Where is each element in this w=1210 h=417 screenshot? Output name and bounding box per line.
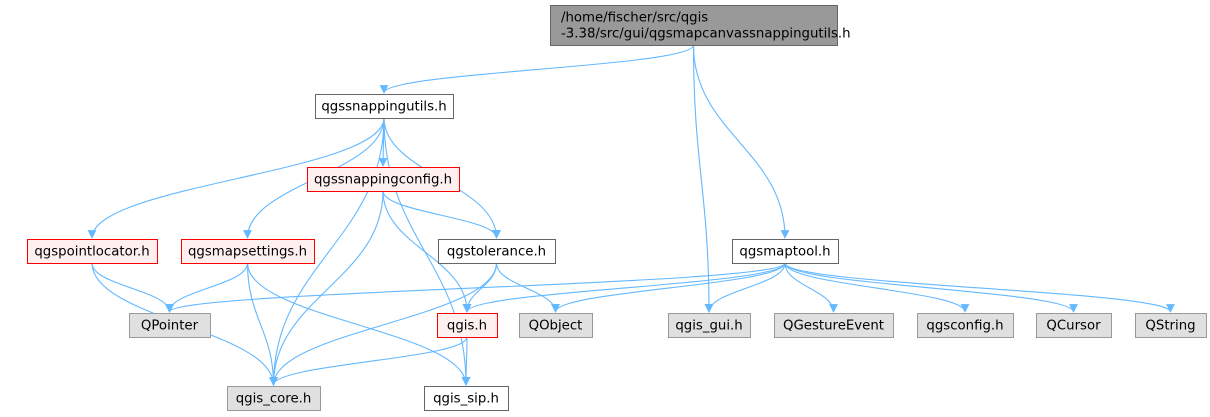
node-snappingconfig-box: [307, 167, 460, 192]
node-qpointer[interactable]: QPointer: [129, 313, 211, 338]
edge-maptool-to-qpointer: [165, 262, 786, 313]
edge-snappingconfig-to-qgis_core: [269, 190, 384, 386]
node-qobject[interactable]: QObject: [519, 313, 593, 338]
edge-mapsettings-to-qgis_sip: [246, 262, 471, 386]
node-qgis_core-label: qgis_core.h: [236, 392, 312, 407]
node-qgis_gui-label: qgis_gui.h: [675, 319, 742, 334]
nodes-layer: /home/fischer/src/qgis-3.38/src/gui/qgsm…: [27, 5, 1207, 411]
node-qcursor-label: QCursor: [1046, 319, 1101, 334]
node-qgis_sip-label: qgis_sip.h: [433, 392, 499, 407]
node-snappingconfig-label: qgssnappingconfig.h: [314, 173, 452, 188]
edge-snappingconfig-to-tolerance: [382, 190, 501, 239]
node-pointlocator[interactable]: qgspointlocator.h: [27, 239, 158, 264]
edge-snappingutils-to-qgis_core: [269, 117, 385, 386]
edge-maptool-to-qgsconfig: [784, 262, 970, 313]
node-snappingutils-label: qgssnappingutils.h: [321, 100, 446, 115]
node-qgsconfig[interactable]: qgsconfig.h: [917, 313, 1014, 338]
node-mapsettings-label: qgsmapsettings.h: [188, 245, 307, 260]
node-tolerance-label: qgstolerance.h: [447, 245, 546, 260]
node-qpointer-label: QPointer: [141, 319, 199, 334]
node-snappingutils[interactable]: qgssnappingutils.h: [315, 94, 454, 119]
edge-mapsettings-to-qgis_core: [246, 262, 278, 386]
edge-pointlocator-to-qpointer: [91, 262, 174, 313]
node-qgsconfig-label: qgsconfig.h: [926, 319, 1003, 334]
edge-snappingutils-to-pointlocator: [87, 117, 385, 239]
edge-root-to-qgis_gui: [692, 44, 714, 313]
edge-qgis-to-qgis_core: [269, 336, 468, 386]
node-tolerance-box: [438, 239, 556, 264]
edge-qgis-to-qgis_sip: [461, 336, 471, 386]
edge-maptool-to-qgestureevent: [784, 262, 838, 313]
node-qgis_core[interactable]: qgis_core.h: [227, 386, 321, 411]
edge-snappingconfig-to-qgis: [382, 190, 472, 313]
node-snappingconfig[interactable]: qgssnappingconfig.h: [307, 167, 460, 192]
node-qgestureevent-box: [774, 313, 894, 338]
node-root-label: /home/fischer/src/qgis: [561, 11, 708, 26]
node-root-box: [550, 5, 838, 46]
node-qgis[interactable]: qgis.h: [437, 313, 498, 338]
node-qobject-box: [519, 313, 593, 338]
node-qgis_sip[interactable]: qgis_sip.h: [424, 386, 509, 411]
node-qstring-box: [1135, 313, 1207, 338]
edge-mapsettings-to-qpointer: [165, 262, 249, 313]
node-maptool[interactable]: qgsmaptool.h: [732, 239, 839, 264]
node-root-label: -3.38/src/gui/qgsmapcanvassnappingutils.…: [561, 27, 851, 42]
node-mapsettings-box: [181, 239, 315, 264]
node-maptool-label: qgsmaptool.h: [739, 245, 830, 260]
node-qstring-label: QString: [1145, 319, 1195, 334]
node-qgis_gui[interactable]: qgis_gui.h: [668, 313, 751, 338]
node-maptool-box: [732, 239, 839, 264]
node-qstring[interactable]: QString: [1135, 313, 1207, 338]
node-mapsettings[interactable]: qgsmapsettings.h: [181, 239, 315, 264]
edge-maptool-to-qobject: [551, 262, 786, 313]
node-tolerance[interactable]: qgstolerance.h: [438, 239, 556, 264]
node-snappingutils-box: [315, 94, 454, 119]
node-qcursor[interactable]: QCursor: [1036, 313, 1112, 338]
edge-maptool-to-qgis: [462, 262, 786, 313]
edge-tolerance-to-qgis_core: [269, 262, 498, 386]
node-qgis-label: qgis.h: [447, 319, 487, 334]
edge-maptool-to-qgis_gui: [704, 262, 786, 313]
edge-tolerance-to-qobject: [495, 262, 560, 313]
node-qpointer-box: [129, 313, 211, 338]
node-qcursor-box: [1036, 313, 1112, 338]
node-pointlocator-label: qgspointlocator.h: [34, 245, 149, 260]
edge-root-to-maptool: [692, 44, 790, 239]
node-qgis_sip-box: [424, 386, 509, 411]
edge-maptool-to-qstring: [784, 262, 1175, 313]
node-qgestureevent[interactable]: QGestureEvent: [774, 313, 894, 338]
node-qgsconfig-box: [917, 313, 1014, 338]
node-qgestureevent-label: QGestureEvent: [783, 319, 884, 334]
node-pointlocator-box: [27, 239, 158, 264]
node-qobject-label: QObject: [529, 319, 583, 334]
node-qgis_core-box: [227, 386, 321, 411]
node-qgis_gui-box: [668, 313, 751, 338]
edge-root-to-snappingutils: [379, 44, 695, 94]
edge-maptool-to-qcursor: [784, 262, 1078, 313]
node-qgis-box: [437, 313, 498, 338]
node-root[interactable]: /home/fischer/src/qgis-3.38/src/gui/qgsm…: [550, 5, 851, 46]
